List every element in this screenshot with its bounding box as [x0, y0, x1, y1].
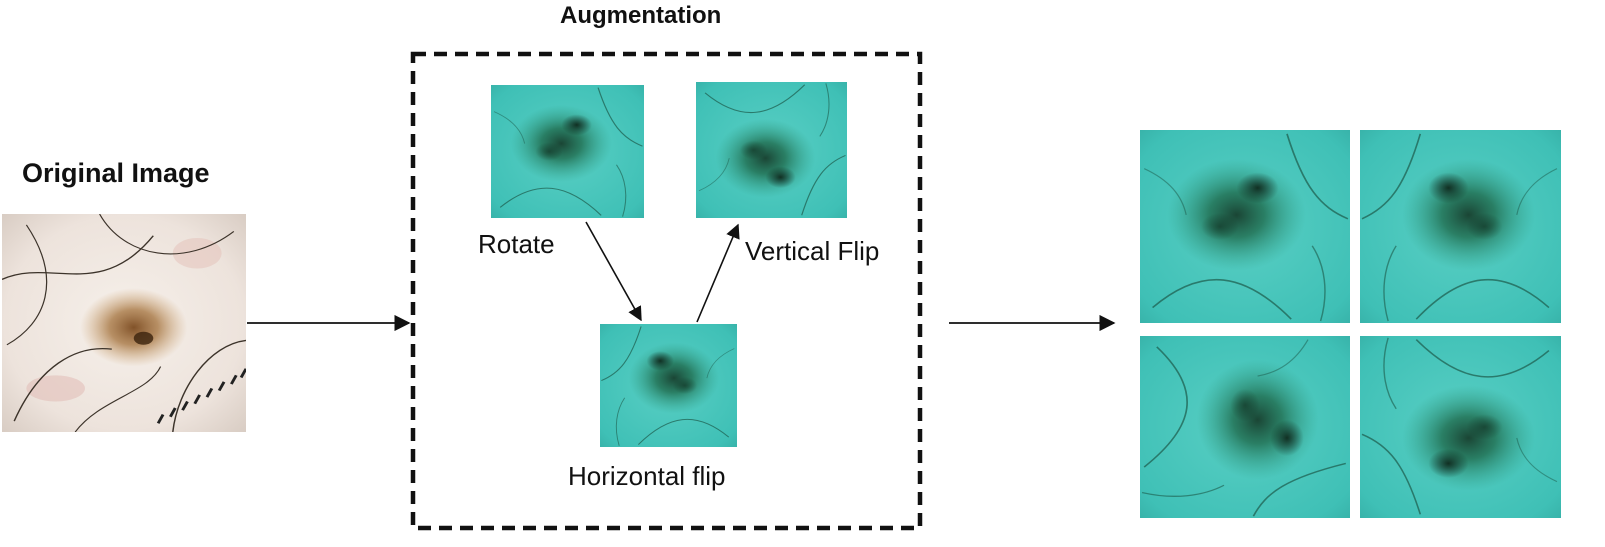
output-tile [1360, 336, 1561, 518]
vertical-flip-image [696, 82, 847, 218]
arrow-rotate-to-horizontal [585, 221, 642, 322]
horizontal-flip-label: Horizontal flip [568, 461, 726, 491]
output-tile [1360, 130, 1561, 323]
original-image [2, 214, 246, 432]
output-tile [1140, 130, 1350, 323]
output-tile [1140, 336, 1350, 518]
rotate-image [491, 85, 644, 218]
augmentation-box [410, 51, 923, 531]
horizontal-flip-image [600, 324, 737, 447]
rotate-label: Rotate [478, 229, 555, 259]
augmentation-title: Augmentation [560, 2, 722, 29]
arrow-horizontal-to-vertical [696, 223, 740, 323]
output-grid [1140, 130, 1561, 518]
vertical-flip-label: Vertical Flip [745, 236, 880, 266]
original-image-title: Original Image [22, 158, 210, 188]
